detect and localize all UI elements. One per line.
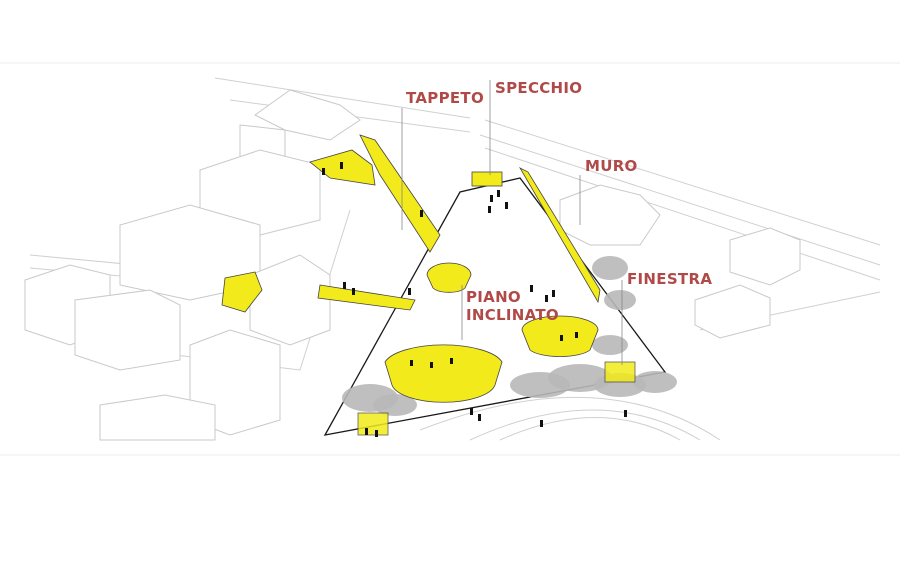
label-tappeto: TAPPETO (406, 89, 484, 109)
finestra-window (605, 362, 635, 382)
tappeto-ramp (360, 135, 440, 252)
ground-strip (318, 285, 415, 310)
label-specchio: SPECCHIO (495, 79, 582, 99)
entrance-patch (358, 413, 388, 435)
label-muro: MURO (585, 157, 638, 177)
label-finestra: FINESTRA (627, 270, 712, 290)
label-inclinato: INCLINATO (466, 306, 559, 326)
large-disc (385, 345, 502, 402)
label-piano: PIANO (466, 288, 521, 308)
small-disc (427, 263, 471, 292)
specchio-mirror (472, 172, 502, 186)
